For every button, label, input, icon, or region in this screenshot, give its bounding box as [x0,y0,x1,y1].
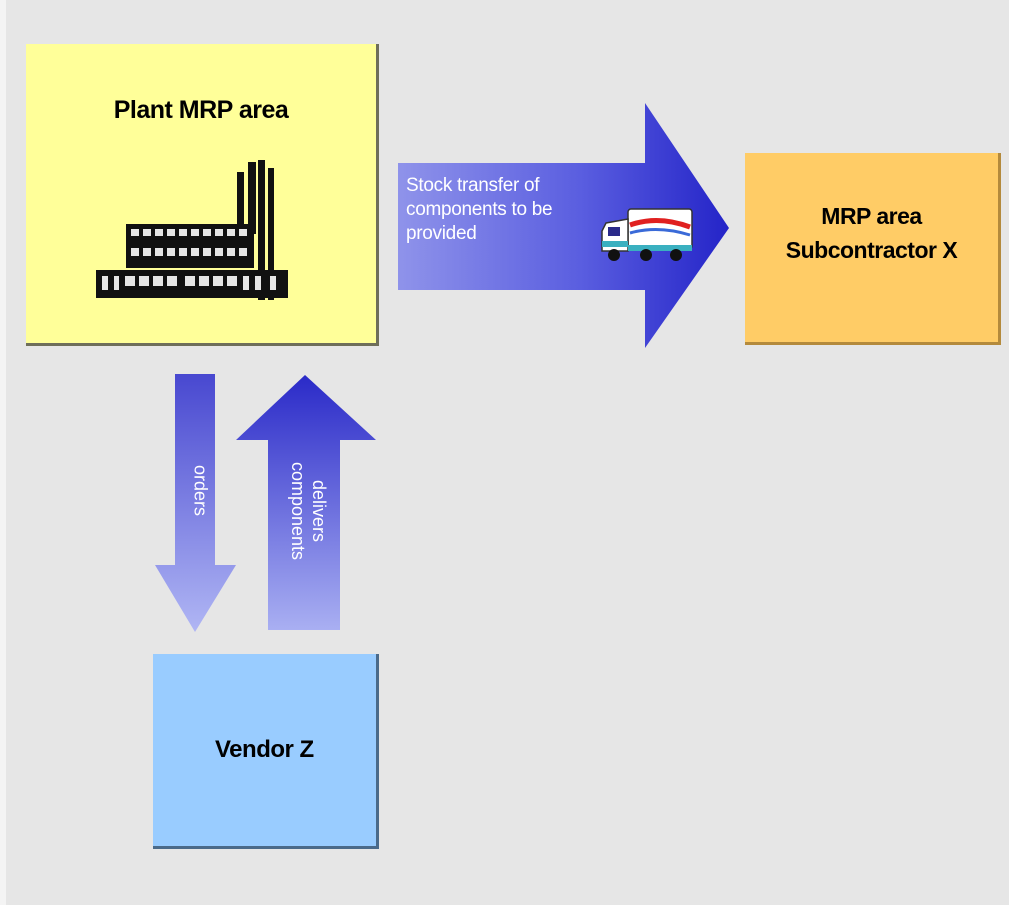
plant-mrp-area-title: Plant MRP area [113,96,289,124]
truck-icon [601,208,693,261]
factory-icon [96,160,288,300]
delivers-arrow [236,375,376,630]
stock-transfer-arrow [398,103,729,348]
plant-mrp-area-box: Plant MRP area [26,44,379,346]
orders-label: orders [190,464,211,517]
subcontractor-mrp-area-title: MRP area Subcontractor X [785,203,958,263]
vendor-box: Vendor Z [153,654,379,849]
orders-arrow [155,374,236,632]
stock-transfer-label: Stock transfer of components to be provi… [406,175,553,244]
delivers-label: delivers components [288,461,329,561]
subcontractor-mrp-area-box: MRP area Subcontractor X [745,153,1001,345]
vendor-title: Vendor Z [215,736,314,763]
